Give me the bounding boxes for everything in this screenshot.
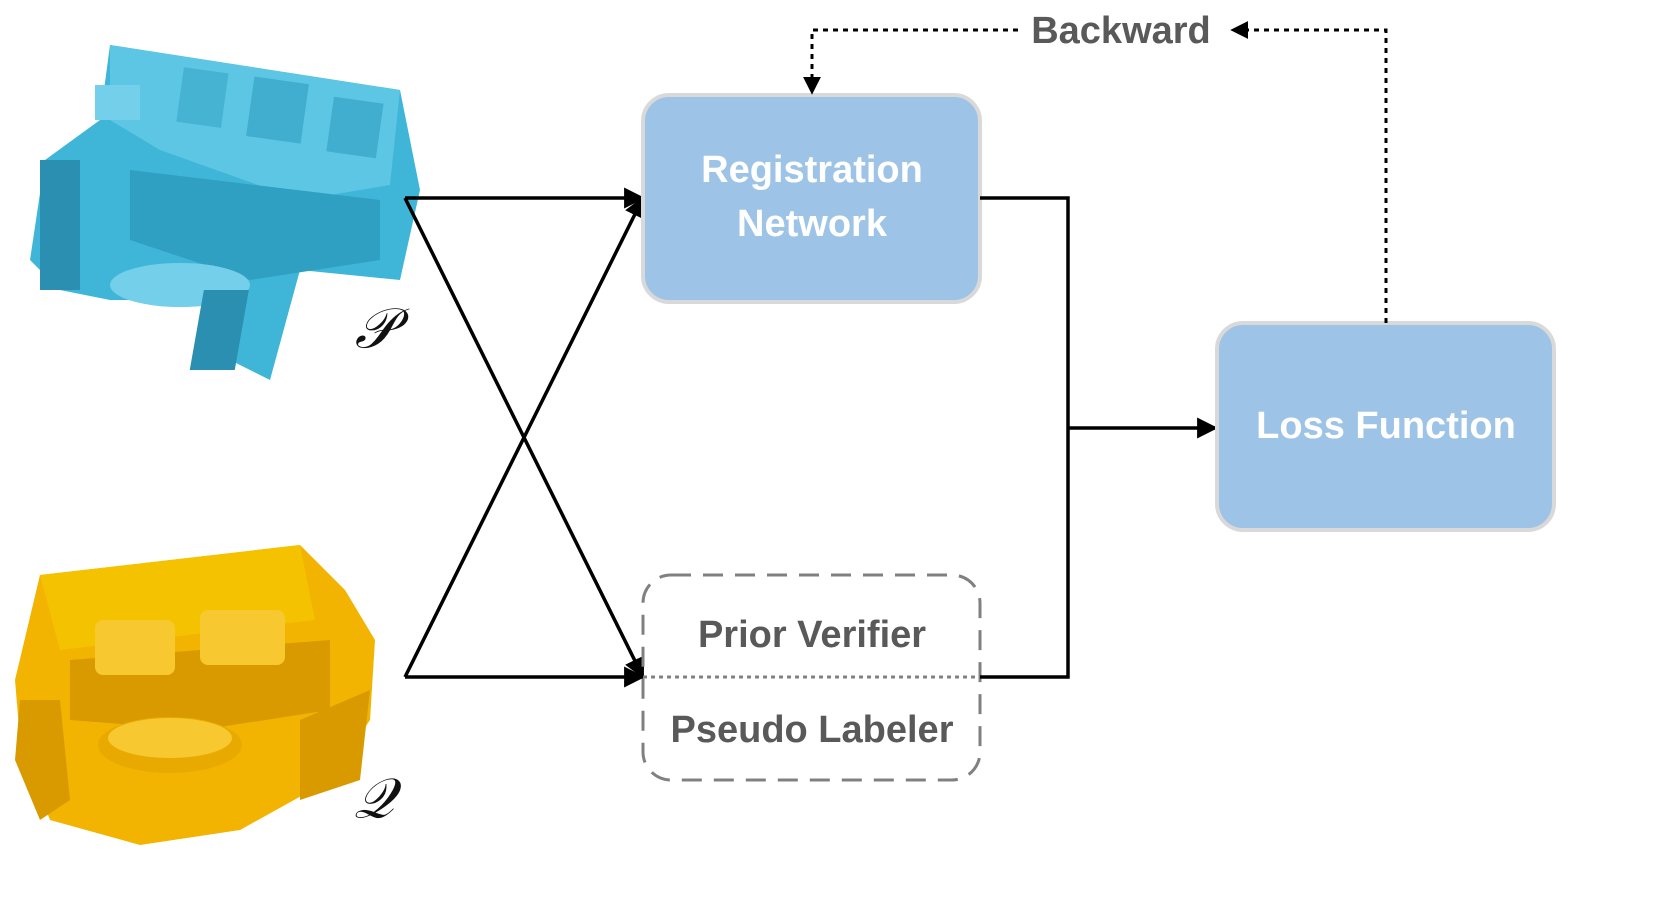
registration-network-box <box>641 93 982 304</box>
backward-label: Backward <box>1031 10 1211 52</box>
registration-network-label-line1: Registration <box>701 149 923 191</box>
backward-edge <box>803 21 1388 323</box>
merge-edges <box>980 196 1219 679</box>
input-edges <box>403 187 646 688</box>
target-symbol: 𝒬 <box>354 767 402 832</box>
source-symbol: 𝒫 <box>355 297 410 362</box>
pseudo-labeler-label: Pseudo Labeler <box>671 709 954 751</box>
prior-verifier-label: Prior Verifier <box>698 614 926 656</box>
registration-network-label-line2: Network <box>737 203 888 245</box>
target-point-cloud-image <box>15 545 375 845</box>
source-point-cloud-image <box>30 45 420 380</box>
loss-function-label: Loss Function <box>1256 405 1516 447</box>
